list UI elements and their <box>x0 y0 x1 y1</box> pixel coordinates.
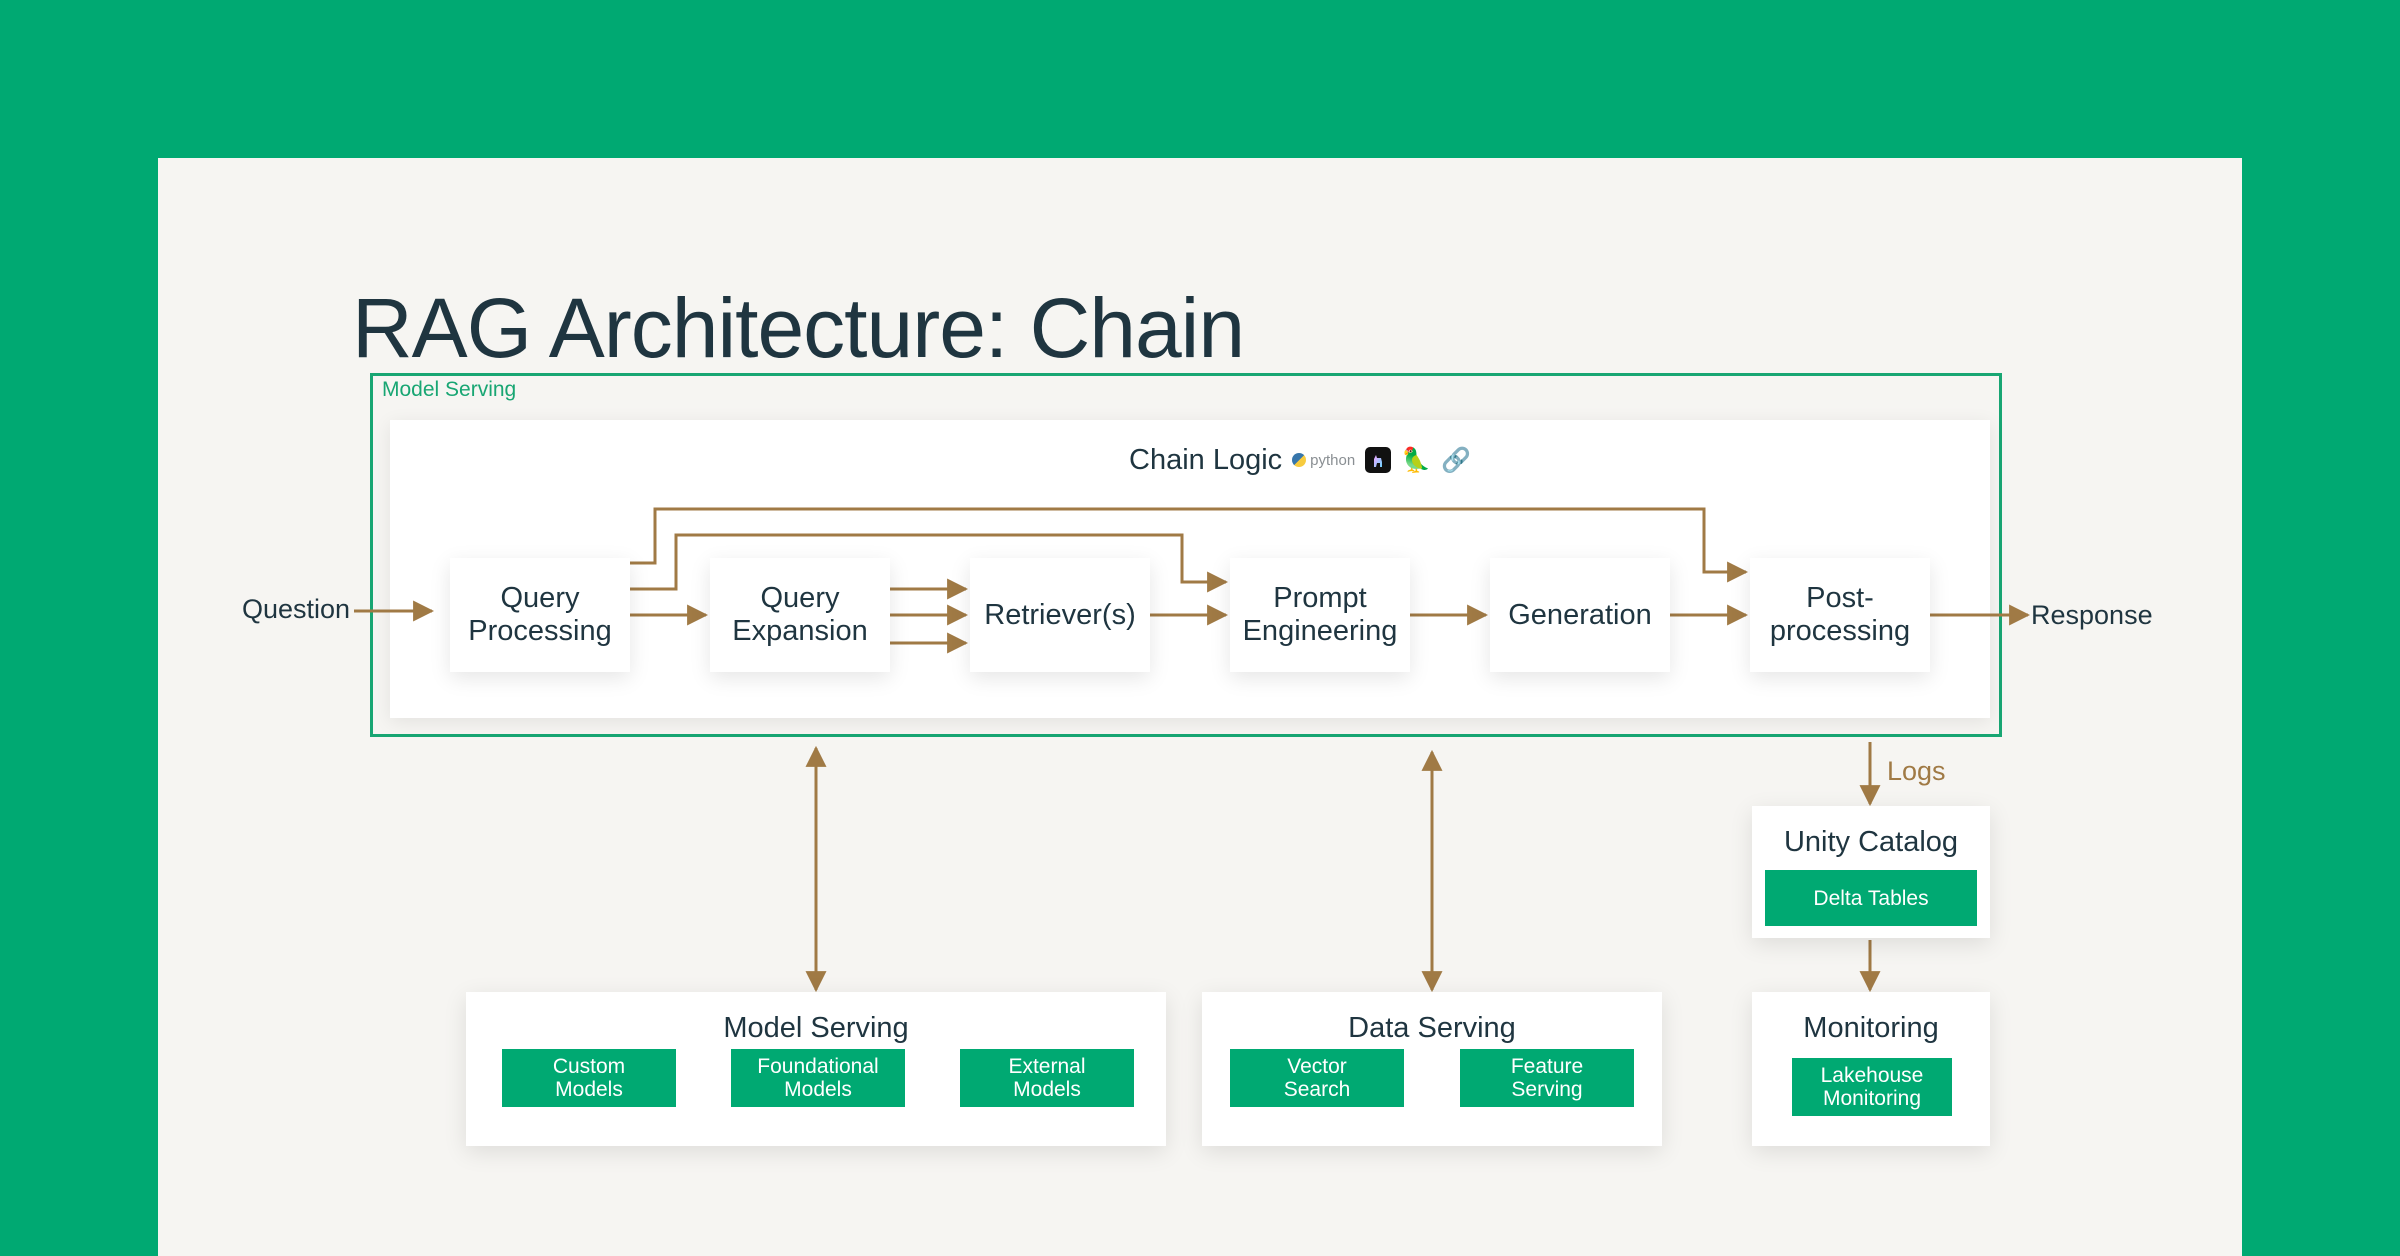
delta-tables-chip: Delta Tables <box>1765 870 1977 926</box>
parrot-logo: 🦜 <box>1401 446 1432 474</box>
logs-label: Logs <box>1887 756 1946 786</box>
step-retrievers: Retriever(s) <box>970 558 1150 672</box>
step-generation: Generation <box>1490 558 1670 672</box>
step-prompt-engineering: Prompt Engineering <box>1230 558 1410 672</box>
step-query-processing: Query Processing <box>450 558 630 672</box>
monitoring-group: Monitoring Lakehouse Monitoring <box>1752 992 1990 1146</box>
lakehouse-monitoring-chip: Lakehouse Monitoring <box>1792 1058 1952 1116</box>
unity-catalog-title: Unity Catalog <box>1783 826 1959 858</box>
unity-catalog-group: Unity Catalog Delta Tables <box>1752 806 1990 938</box>
python-logo-text: python <box>1310 451 1356 469</box>
llamaindex-logo <box>1365 447 1392 473</box>
model-serving-group: Model Serving Custom Models Foundational… <box>466 992 1166 1146</box>
data-serving-title: Data Serving <box>1348 1012 1516 1044</box>
vector-search-chip: Vector Search <box>1230 1049 1404 1107</box>
chain-link-logo: 🔗 <box>1441 446 1471 474</box>
model-serving-frame <box>370 373 2002 737</box>
llama-icon <box>1374 455 1383 467</box>
external-models-chip: External Models <box>960 1049 1134 1107</box>
chain-logic-header: Chain Logic python 🦜 🔗 <box>1000 440 1600 480</box>
step-post-processing: Post- processing <box>1750 558 1930 672</box>
response-label: Response <box>2031 600 2153 630</box>
python-icon <box>1292 453 1307 467</box>
foundational-models-chip: Foundational Models <box>731 1049 905 1107</box>
model-serving-title: Model Serving <box>723 1012 909 1044</box>
question-label: Question <box>242 594 351 624</box>
python-logo: python <box>1292 452 1355 469</box>
custom-models-chip: Custom Models <box>502 1049 676 1107</box>
chain-logic-title: Chain Logic <box>1129 443 1283 476</box>
data-serving-group: Data Serving Vector Search Feature Servi… <box>1202 992 1662 1146</box>
monitoring-title: Monitoring <box>1803 1012 1939 1044</box>
step-query-expansion: Query Expansion <box>710 558 890 672</box>
page-title: RAG Architecture: Chain <box>352 281 1245 375</box>
feature-serving-chip: Feature Serving <box>1460 1049 1634 1107</box>
model-serving-frame-label: Model Serving <box>382 378 517 401</box>
